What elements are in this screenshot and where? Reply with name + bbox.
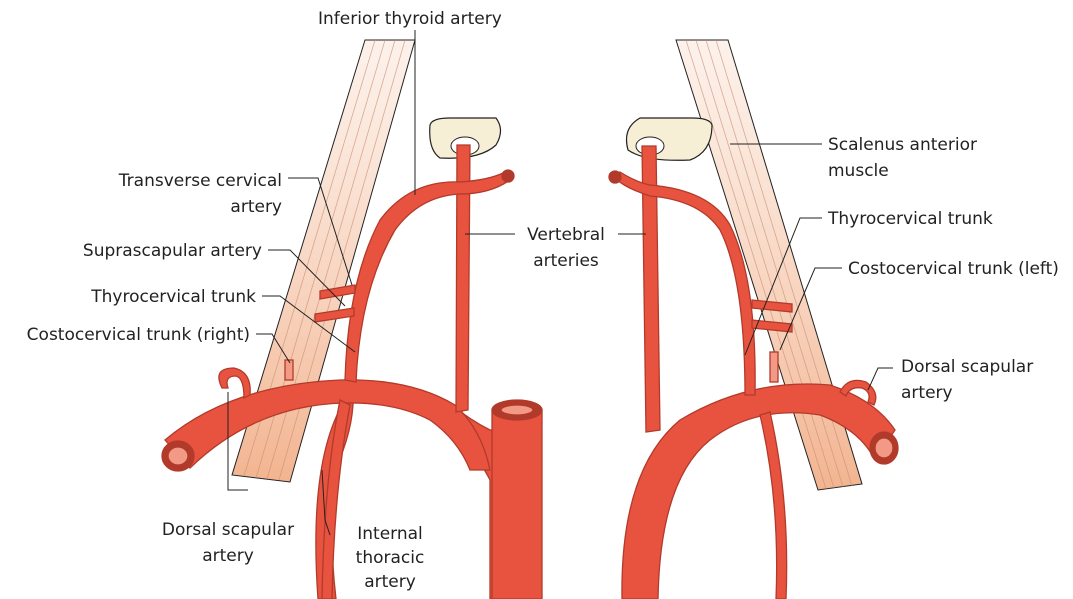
label-transverse-cervical-artery-line2: artery — [230, 197, 282, 217]
label-suprascapular-artery: Suprascapular artery — [83, 241, 262, 261]
label-internal-thoracic-artery-line1: Internal — [357, 524, 423, 544]
label-dorsal-scapular-artery-left-line1: Dorsal scapular — [901, 357, 1033, 377]
label-inferior-thyroid-artery: Inferior thyroid artery — [318, 9, 502, 29]
label-scalenus-anterior-muscle-line2: muscle — [828, 161, 889, 181]
label-scalenus-anterior-muscle-line1: Scalenus anterior — [828, 135, 977, 155]
label-dorsal-scapular-artery-right-line1: Dorsal scapular — [162, 520, 294, 540]
label-thyrocervical-trunk-left: Thyrocervical trunk — [827, 209, 993, 229]
inferior-thyroid-artery-right — [345, 172, 510, 382]
diagram-labels: Inferior thyroid artery Transverse cervi… — [27, 9, 1059, 592]
label-costocervical-trunk-right: Costocervical trunk (right) — [27, 325, 250, 345]
internal-thoracic-artery-right — [322, 400, 350, 599]
label-thyrocervical-trunk-right: Thyrocervical trunk — [90, 287, 256, 307]
label-internal-thoracic-artery-line2: thoracic — [356, 548, 425, 568]
aortic-arch-left — [622, 384, 895, 599]
label-dorsal-scapular-artery-right-line2: artery — [202, 546, 254, 566]
label-dorsal-scapular-artery-left-line2: artery — [901, 383, 953, 403]
label-vertebral-arteries-line1: Vertebral — [527, 225, 605, 245]
label-transverse-cervical-artery-line1: Transverse cervical — [118, 171, 282, 191]
label-internal-thoracic-artery-line3: artery — [364, 572, 416, 592]
dorsal-scapular-artery-right — [219, 368, 250, 398]
label-costocervical-trunk-left: Costocervical trunk (left) — [848, 259, 1059, 279]
label-vertebral-arteries-line2: arteries — [533, 251, 599, 271]
vertebra-process-left — [627, 118, 713, 160]
internal-thoracic-artery-left — [760, 412, 787, 599]
